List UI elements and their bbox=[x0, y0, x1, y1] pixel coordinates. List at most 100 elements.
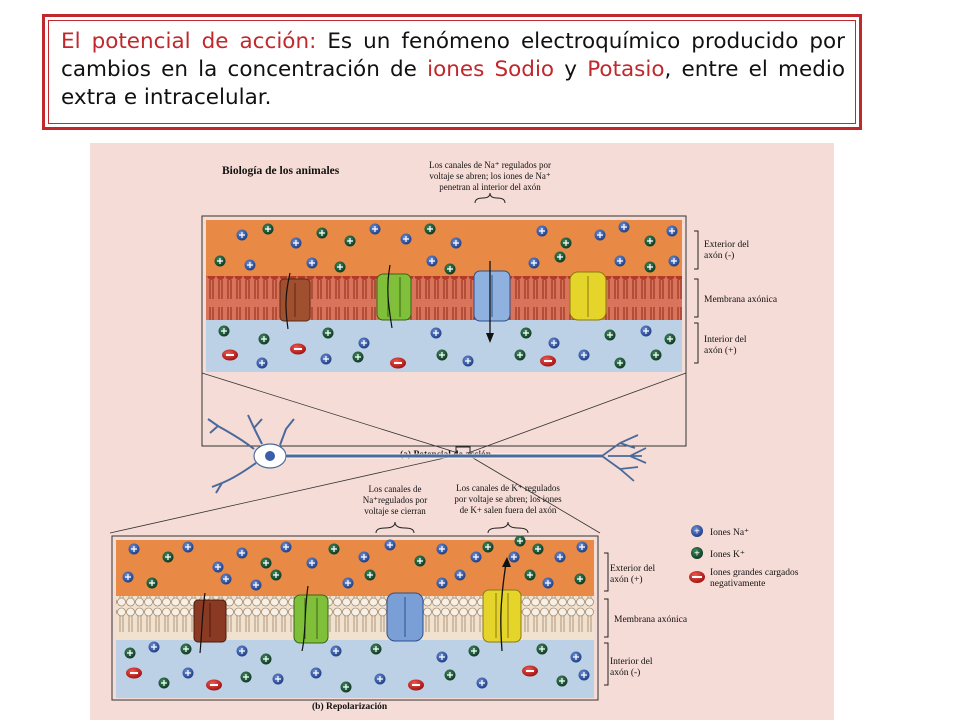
panel-b-frame bbox=[111, 535, 599, 701]
panel-a-channel-blue bbox=[473, 270, 511, 322]
ion-plus-sign bbox=[265, 226, 271, 232]
panel-a-exterior-bracket bbox=[694, 230, 699, 270]
ion-plus-sign bbox=[577, 576, 583, 582]
ion-plus-sign bbox=[183, 646, 189, 652]
panel-b-channel-blue bbox=[386, 592, 424, 642]
title-text-1: Es un fenómeno electroquímico producido … bbox=[61, 29, 846, 82]
ion-plus-sign bbox=[573, 654, 579, 660]
legend-na-label: Iones Na⁺ bbox=[710, 528, 749, 538]
panel-a-interior-line1: Interior del bbox=[704, 335, 747, 345]
ion-plus-sign bbox=[471, 648, 477, 654]
callout-b-right-line3: de K+ salen fuera del axón bbox=[460, 505, 557, 515]
ion-plus-sign bbox=[539, 646, 545, 652]
ion-plus-sign bbox=[417, 558, 423, 564]
ion-plus-sign bbox=[239, 550, 245, 556]
ion-plus-sign bbox=[223, 576, 229, 582]
ion-plus-sign bbox=[367, 572, 373, 578]
ion-plus-sign bbox=[545, 580, 551, 586]
action-potential-figure: Biología de los animales Los canales de … bbox=[90, 143, 834, 720]
ion-plus-sign bbox=[151, 644, 157, 650]
ion-plus-sign bbox=[597, 232, 603, 238]
ion-plus-sign bbox=[333, 648, 339, 654]
ion-plus-sign bbox=[439, 580, 445, 586]
ion-plus-sign bbox=[439, 546, 445, 552]
ion-plus-sign bbox=[273, 572, 279, 578]
ion-plus-sign bbox=[557, 254, 563, 260]
title-potassium: Potasio bbox=[587, 57, 665, 82]
ion-plus-sign bbox=[309, 260, 315, 266]
anion-minus-sign bbox=[394, 362, 402, 364]
ion-plus-sign bbox=[345, 580, 351, 586]
ion-plus-sign bbox=[131, 546, 137, 552]
ion-plus-sign bbox=[607, 332, 613, 338]
ion-plus-sign bbox=[247, 262, 253, 268]
ion-plus-sign bbox=[535, 546, 541, 552]
ion-plus-sign bbox=[457, 572, 463, 578]
ion-plus-sign bbox=[377, 676, 383, 682]
ion-plus-sign bbox=[579, 544, 585, 550]
ion-plus-sign bbox=[263, 656, 269, 662]
ion-plus-sign bbox=[551, 340, 557, 346]
anion-minus-sign bbox=[226, 354, 234, 356]
ion-plus-sign bbox=[261, 336, 267, 342]
legend-k-icon bbox=[691, 547, 703, 559]
callout-top-line2: voltaje se abren; los iones de Na⁺ bbox=[429, 171, 550, 181]
ion-plus-sign bbox=[617, 360, 623, 366]
ion-plus-sign bbox=[517, 352, 523, 358]
title-paragraph: El potencial de acción: Es un fenómeno e… bbox=[61, 28, 845, 112]
ion-plus-sign bbox=[185, 670, 191, 676]
panel-b-ions bbox=[122, 535, 590, 693]
panel-a-membrane-label: Membrana axónica bbox=[704, 295, 778, 305]
ion-plus-sign bbox=[215, 564, 221, 570]
ion-plus-sign bbox=[671, 258, 677, 264]
ion-plus-sign bbox=[325, 330, 331, 336]
ion-plus-sign bbox=[429, 258, 435, 264]
callout-b-left-line3: voltaje se cierran bbox=[364, 506, 426, 516]
panel-b-exterior-line2: axón (+) bbox=[610, 574, 643, 585]
ion-plus-sign bbox=[239, 648, 245, 654]
panel-a-exterior bbox=[206, 220, 682, 276]
ion-plus-sign bbox=[253, 582, 259, 588]
ion-plus-sign bbox=[559, 678, 565, 684]
ion-plus-sign bbox=[643, 328, 649, 334]
neuron-illustration bbox=[109, 372, 687, 534]
ion-plus-sign bbox=[653, 352, 659, 358]
anion-minus-sign bbox=[130, 672, 138, 674]
ion-plus-sign bbox=[387, 542, 393, 548]
panel-b-exterior bbox=[116, 540, 594, 596]
callout-top-line1: Los canales de Na⁺ regulados por bbox=[429, 160, 551, 170]
ion-plus-sign bbox=[283, 544, 289, 550]
legend-k-label: Iones K⁺ bbox=[710, 550, 745, 560]
ion-plus-sign bbox=[523, 330, 529, 336]
legend-na-icon bbox=[691, 525, 703, 537]
callout-b-left-line2: Na⁺regulados por bbox=[363, 495, 427, 505]
title-box: El potencial de acción: Es un fenómeno e… bbox=[42, 14, 862, 130]
ion-plus-sign bbox=[581, 352, 587, 358]
panel-a-exterior-line2: axón (-) bbox=[704, 250, 734, 261]
panel-b-exterior-bracket bbox=[604, 552, 609, 592]
panel-b bbox=[111, 535, 599, 701]
figure-svg: Biología de los animales Los canales de … bbox=[90, 143, 834, 720]
legend-large-line2: negativamente bbox=[710, 579, 765, 589]
panel-b-interior bbox=[116, 640, 594, 698]
ion-plus-sign bbox=[127, 650, 133, 656]
panel-a-membrane-bracket bbox=[694, 278, 699, 318]
ion-plus-sign bbox=[433, 330, 439, 336]
ion-plus-sign bbox=[361, 554, 367, 560]
ion-plus-sign bbox=[527, 572, 533, 578]
ion-plus-sign bbox=[293, 240, 299, 246]
svg-text:+: + bbox=[694, 549, 700, 560]
ion-plus-sign bbox=[563, 240, 569, 246]
panel-b-channel-green bbox=[293, 594, 329, 644]
anion-minus-sign bbox=[544, 360, 552, 362]
ion-plus-sign bbox=[373, 646, 379, 652]
ion-plus-sign bbox=[185, 544, 191, 550]
anion-minus-sign bbox=[526, 670, 534, 672]
callout-top-brace bbox=[474, 192, 506, 204]
panel-a bbox=[201, 215, 687, 447]
ion-plus-sign bbox=[165, 554, 171, 560]
ion-plus-sign bbox=[531, 260, 537, 266]
panel-b-interior-line1: Interior del bbox=[610, 657, 653, 667]
anion-minus-sign bbox=[294, 348, 302, 350]
ion-plus-sign bbox=[485, 544, 491, 550]
